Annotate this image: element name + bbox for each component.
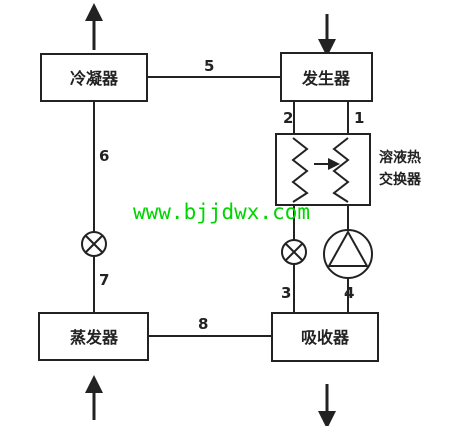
absorber-box: 吸收器: [271, 312, 379, 362]
condenser-label: 冷凝器: [70, 69, 119, 88]
heat-flow-arrows: [85, 3, 336, 426]
connection-lines: [93, 76, 349, 337]
generator-box: 发生器: [280, 52, 373, 102]
flow-number-7: 7: [99, 271, 109, 289]
evaporator-label: 蒸发器: [70, 328, 119, 347]
flow-number-4: 4: [344, 284, 354, 302]
exchanger-left-coil: [291, 137, 309, 203]
flow-number-2: 2: [283, 109, 293, 127]
pump-icon: [323, 229, 373, 279]
expansion-valve-left-icon: [81, 231, 107, 257]
generator-label: 发生器: [301, 69, 351, 88]
site-watermark: www.bjjdwx.com: [133, 200, 310, 224]
absorber-label: 吸收器: [301, 328, 350, 347]
flow-number-3: 3: [281, 284, 291, 302]
solution-heat-exchanger: [275, 133, 371, 206]
heat-exchanger-label-line2: 交换器: [379, 171, 422, 188]
exchanger-right-coil: [332, 137, 350, 203]
flow-number-8: 8: [198, 315, 208, 333]
expansion-valve-right-icon: [281, 239, 307, 265]
flow-number-1: 1: [354, 109, 364, 127]
flow-number-5: 5: [204, 57, 214, 75]
heat-exchanger-label-line1: 溶液热: [379, 149, 421, 166]
condenser-box: 冷凝器: [40, 53, 148, 102]
evaporator-box: 蒸发器: [38, 312, 149, 361]
flow-number-6: 6: [99, 147, 109, 165]
